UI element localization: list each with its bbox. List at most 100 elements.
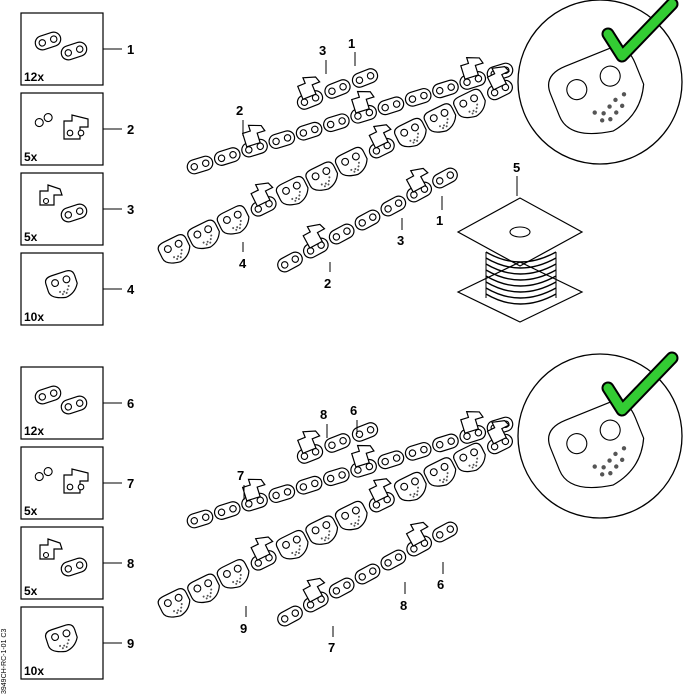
chain-link bbox=[403, 440, 434, 463]
chain-link bbox=[352, 207, 383, 233]
chain-link bbox=[352, 561, 383, 587]
chain-link bbox=[321, 111, 352, 134]
chain-link bbox=[430, 431, 461, 455]
chain-link bbox=[212, 499, 243, 522]
chain-link bbox=[375, 94, 406, 117]
chain-callout-8: 8 bbox=[400, 582, 407, 613]
document-id: 3949CH-RC-1-01 C3 bbox=[1, 629, 8, 694]
chain-assembly-1 bbox=[155, 0, 683, 275]
chain-link bbox=[266, 128, 297, 151]
kit-box-9: 10x 9 bbox=[20, 606, 134, 680]
checkmark-icon bbox=[601, 0, 679, 63]
chain-callout-number: 1 bbox=[436, 213, 443, 228]
kit-quantity: 10x bbox=[24, 310, 44, 324]
chain-assembly-2 bbox=[155, 351, 683, 629]
chain-drawings bbox=[155, 0, 683, 629]
chain-callout-number: 8 bbox=[400, 598, 407, 613]
chain-link bbox=[184, 507, 216, 531]
kit-box-7: 5x 7 bbox=[20, 446, 134, 520]
chain-callout-1: 1 bbox=[348, 36, 356, 66]
chain-link bbox=[321, 465, 352, 488]
chain-link bbox=[349, 66, 381, 90]
kit-callout-number: 6 bbox=[127, 396, 134, 411]
chain-link bbox=[403, 86, 434, 109]
kit-box-4: 10x 4 bbox=[20, 252, 135, 326]
kit-quantity: 5x bbox=[24, 504, 38, 518]
chain-callout-number: 4 bbox=[239, 256, 247, 271]
chain-link bbox=[266, 482, 297, 505]
kit-callout-number: 8 bbox=[127, 556, 134, 571]
kit-box-8: 5x 8 bbox=[20, 526, 134, 600]
chain-link bbox=[274, 249, 306, 275]
chain-callout-number: 1 bbox=[348, 36, 355, 51]
chain-callout-number: 2 bbox=[324, 276, 331, 291]
kit-quantity: 10x bbox=[24, 664, 44, 678]
checkmark-icon bbox=[601, 351, 679, 417]
diamond-link-detail bbox=[517, 351, 683, 519]
kit-callout-number: 2 bbox=[127, 122, 134, 137]
chain-callout-9: 9 bbox=[240, 606, 247, 636]
kit-callout-number: 1 bbox=[127, 42, 134, 57]
chain-link bbox=[274, 603, 306, 629]
kit-quantity: 12x bbox=[24, 424, 44, 438]
chain-callout-3: 3 bbox=[319, 43, 327, 74]
chain-link bbox=[212, 145, 243, 168]
chain-callout-number: 3 bbox=[397, 233, 404, 248]
diamond-segment bbox=[332, 144, 373, 182]
diamond-segment bbox=[451, 440, 491, 478]
chain-callout-1: 1 bbox=[436, 196, 443, 228]
chain-callout-5: 5 bbox=[513, 160, 520, 196]
kit-callout-number: 4 bbox=[127, 282, 135, 297]
diamond-segment bbox=[214, 202, 254, 240]
chain-callout-number: 6 bbox=[437, 577, 444, 592]
chain-link bbox=[375, 448, 406, 471]
chain-callout-3: 3 bbox=[397, 218, 404, 248]
kit-box-3: 5x 3 bbox=[20, 172, 134, 246]
chain-callout-2: 2 bbox=[236, 103, 244, 136]
chain-link bbox=[430, 77, 461, 101]
kit-callout-number: 3 bbox=[127, 202, 134, 217]
diamond-segment bbox=[332, 498, 373, 536]
chain-callout-number: 2 bbox=[236, 103, 243, 118]
chain-spool bbox=[456, 197, 584, 323]
chain-link bbox=[326, 575, 358, 601]
diamond-segment bbox=[451, 86, 491, 124]
chain-link bbox=[429, 519, 461, 545]
chain-link bbox=[294, 474, 325, 497]
chain-callout-number: 7 bbox=[237, 468, 244, 483]
chain-callout-number: 3 bbox=[319, 43, 326, 58]
chain-callout-7: 7 bbox=[328, 626, 335, 655]
kit-callout-number: 9 bbox=[127, 636, 134, 651]
chain-callout-number: 5 bbox=[513, 160, 520, 175]
kit-box-6: 12x 6 bbox=[20, 366, 134, 440]
chain-callout-number: 7 bbox=[328, 640, 335, 655]
chain-callouts: 3 1 2 4 1 3 2 5 8 6 7 9 6 8 7 bbox=[236, 36, 520, 655]
kit-quantity: 5x bbox=[24, 150, 38, 164]
chain-link bbox=[377, 547, 409, 573]
chain-callout-number: 6 bbox=[350, 403, 357, 418]
chain-link bbox=[377, 193, 409, 219]
chain-callout-number: 8 bbox=[320, 407, 327, 422]
chain-link bbox=[349, 420, 381, 444]
chain-callout-7: 7 bbox=[237, 468, 245, 500]
chain-link bbox=[429, 165, 461, 191]
chain-link bbox=[184, 153, 216, 177]
kit-parts-list: 12x 1 5x 2 5x 3 10x 4 12x 6 5x 7 5x 8 10x 9 bbox=[20, 12, 135, 680]
chain-callout-4: 4 bbox=[239, 242, 247, 271]
kit-quantity: 12x bbox=[24, 70, 44, 84]
chain-link bbox=[294, 120, 325, 143]
kit-box-1: 12x 1 bbox=[20, 12, 134, 86]
kit-box-2: 5x 2 bbox=[20, 92, 134, 166]
kit-quantity: 5x bbox=[24, 230, 38, 244]
diamond-segment bbox=[214, 556, 254, 594]
chain-link bbox=[326, 221, 358, 247]
kit-callout-number: 7 bbox=[127, 476, 134, 491]
chain-callout-2: 2 bbox=[324, 262, 331, 291]
chain-link bbox=[322, 77, 353, 101]
chain-callout-number: 9 bbox=[240, 621, 247, 636]
chain-callout-6: 6 bbox=[350, 403, 358, 434]
chain-callout-6: 6 bbox=[437, 562, 444, 592]
diamond-link-detail bbox=[517, 0, 683, 165]
kit-quantity: 5x bbox=[24, 584, 38, 598]
